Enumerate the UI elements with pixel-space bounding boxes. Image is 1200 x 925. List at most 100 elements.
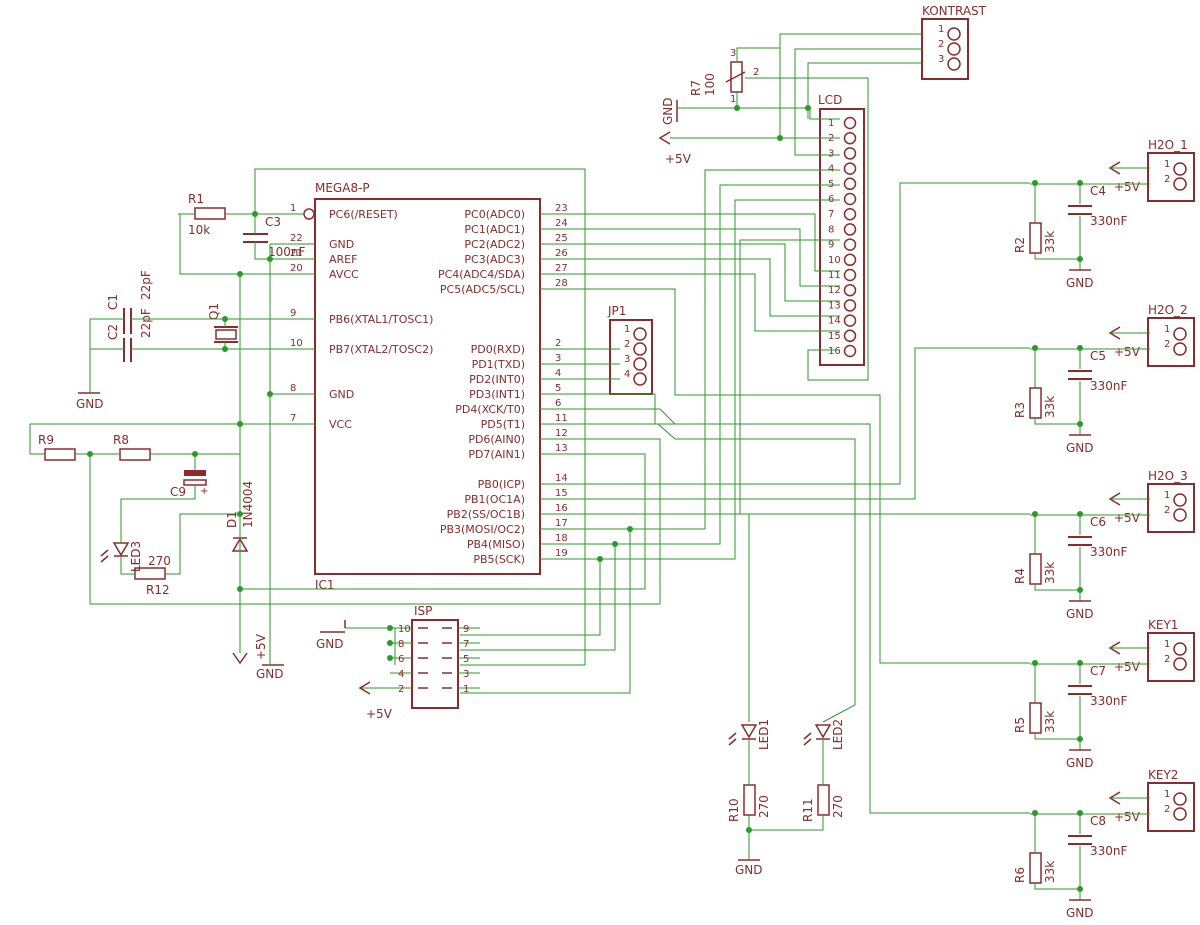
led-gnd-label: GND xyxy=(735,863,763,877)
ic1-pin-num: 3 xyxy=(555,353,561,364)
r7-value: 100 xyxy=(703,73,717,96)
sensor-pin-num: 2 xyxy=(1164,804,1170,815)
ic1-pin-name: PC2(ADC2) xyxy=(464,238,525,251)
ic1-pin-num: 2 xyxy=(555,338,561,349)
lcd-pin-num: 1 xyxy=(828,118,834,129)
sensor-resistor-name: R3 xyxy=(1013,402,1027,418)
ic1-pin-num: 21 xyxy=(290,248,303,259)
isp-pin-num: 5 xyxy=(463,654,469,665)
c2-capacitor: C2 22pF xyxy=(106,308,153,362)
r7-pin1: 1 xyxy=(730,94,736,105)
jp1-pin-num: 1 xyxy=(624,324,630,335)
sensor-capacitor-name: C6 xyxy=(1090,515,1106,529)
r10-resistor: R10 270 xyxy=(727,784,771,822)
c2-name: C2 xyxy=(106,324,120,340)
sensor-gnd-label: GND xyxy=(1066,276,1094,290)
left-power-symbols: GND +5V GND xyxy=(76,392,284,681)
sensor-pin-num: 2 xyxy=(1164,654,1170,665)
sensor-gnd-label: GND xyxy=(1066,441,1094,455)
r12-name: R12 xyxy=(146,583,170,597)
isp-pin-num: 1 xyxy=(463,684,469,695)
kontrast-pin-num: 2 xyxy=(938,39,944,50)
c9-capacitor: C9 + xyxy=(170,470,208,499)
r11-value: 270 xyxy=(831,795,845,818)
c1-name: C1 xyxy=(106,294,120,310)
lcd-pin-num: 8 xyxy=(828,224,834,235)
sensor-capacitor-value: 330nF xyxy=(1090,545,1128,559)
ic1-value: MEGA8-P xyxy=(315,181,370,195)
isp-pin-num: 3 xyxy=(463,669,469,680)
c3-name: C3 xyxy=(265,215,281,229)
jp1-pin-num: 2 xyxy=(624,339,630,350)
lcd-vcc-arrow: +5V xyxy=(658,131,692,166)
ic1-pin-num: 22 xyxy=(290,233,303,244)
lcd-pin-num: 16 xyxy=(828,346,841,357)
ic1-pin-num: 20 xyxy=(290,263,303,274)
led1-name: LED1 xyxy=(757,719,771,750)
sensor-vcc-label: +5V xyxy=(1114,660,1141,674)
sensor-pin-num: 1 xyxy=(1164,159,1170,170)
sensor-resistor-name: R4 xyxy=(1013,568,1027,584)
q1-name: Q1 xyxy=(207,303,221,320)
sensor-connector-name: KEY2 xyxy=(1148,768,1178,782)
sensor-connector-name: H2O_3 xyxy=(1148,469,1188,483)
lcd-pin-num: 12 xyxy=(828,285,841,296)
sensor-resistor-value: 33k xyxy=(1043,231,1057,253)
ic1-pin-num: 17 xyxy=(555,518,568,529)
ic1-pin-name: PD1(TXD) xyxy=(472,358,525,371)
r10-name: R10 xyxy=(727,798,741,822)
sensor-capacitor-name: C5 xyxy=(1090,349,1106,363)
ic1-pin-name: PC5(ADC5/SCL) xyxy=(440,283,525,296)
sensor-capacitor-value: 330nF xyxy=(1090,694,1128,708)
lcd-body xyxy=(819,108,865,366)
sensor-capacitor-value: 330nF xyxy=(1090,844,1128,858)
sensor-resistor-value: 33k xyxy=(1043,562,1057,584)
r1-value: 10k xyxy=(188,223,210,237)
ic1-pin-name: PB3(MOSI/OC2) xyxy=(440,523,525,536)
lcd-pin-num: 9 xyxy=(828,240,834,251)
ic1-pin-num: 27 xyxy=(555,263,568,274)
ic1-pin-num: 4 xyxy=(555,368,561,379)
d1-diode: D1 1N4004 xyxy=(225,481,255,552)
led3-name: LED3 xyxy=(129,541,143,572)
ic1-pin-name: PD2(INT0) xyxy=(469,373,525,386)
isp-pin-num: 2 xyxy=(398,684,404,695)
c9-name: C9 xyxy=(170,485,186,499)
isp-body xyxy=(411,619,459,709)
lcd-pin-num: 10 xyxy=(828,255,841,266)
q1-crystal: Q1 xyxy=(207,303,238,343)
sensor-capacitor-name: C4 xyxy=(1090,184,1106,198)
r7-potentiometer: R7 100 1 2 3 GND xyxy=(661,48,759,125)
ic1-pin-name: PD4(XCK/T0) xyxy=(455,403,525,416)
ic1-pin-name: PD5(T1) xyxy=(481,418,525,431)
sensor-vcc-label: +5V xyxy=(1114,180,1141,194)
isp-pin-num: 9 xyxy=(463,624,469,635)
c2-value: 22pF xyxy=(139,308,153,338)
isp-vcc: +5V xyxy=(358,681,395,721)
sensor-capacitor-value: 330nF xyxy=(1090,214,1128,228)
ic1-pin-num: 9 xyxy=(290,308,296,319)
kontrast-name: KONTRAST xyxy=(922,4,987,18)
ic1-pin-num: 8 xyxy=(290,383,296,394)
ic1-pin-name: PB5(SCK) xyxy=(473,553,525,566)
xtal-gnd-label: GND xyxy=(76,397,104,411)
sensor-connector-name: KEY1 xyxy=(1148,618,1178,632)
ic1-pin-name: PB1(OC1A) xyxy=(464,493,525,506)
ic1-pin-num: 18 xyxy=(555,533,568,544)
ic1-pin-name: AREF xyxy=(329,253,357,266)
ic1-pin-name: PC6(/RESET) xyxy=(329,208,398,221)
lcd-pin-num: 13 xyxy=(828,300,841,311)
ic1-pin-name: PD0(RXD) xyxy=(471,343,525,356)
r8-name: R8 xyxy=(113,433,129,447)
r8-resistor: R8 xyxy=(113,433,151,461)
ic1-pin-name: AVCC xyxy=(329,268,359,281)
c9-plus: + xyxy=(200,486,208,497)
led2-name: LED2 xyxy=(831,719,845,750)
d1-value: 1N4004 xyxy=(241,481,255,528)
ic1-pin-num: 5 xyxy=(555,383,561,394)
ic1-pin-name: PB7(XTAL2/TOSC2) xyxy=(329,343,433,356)
